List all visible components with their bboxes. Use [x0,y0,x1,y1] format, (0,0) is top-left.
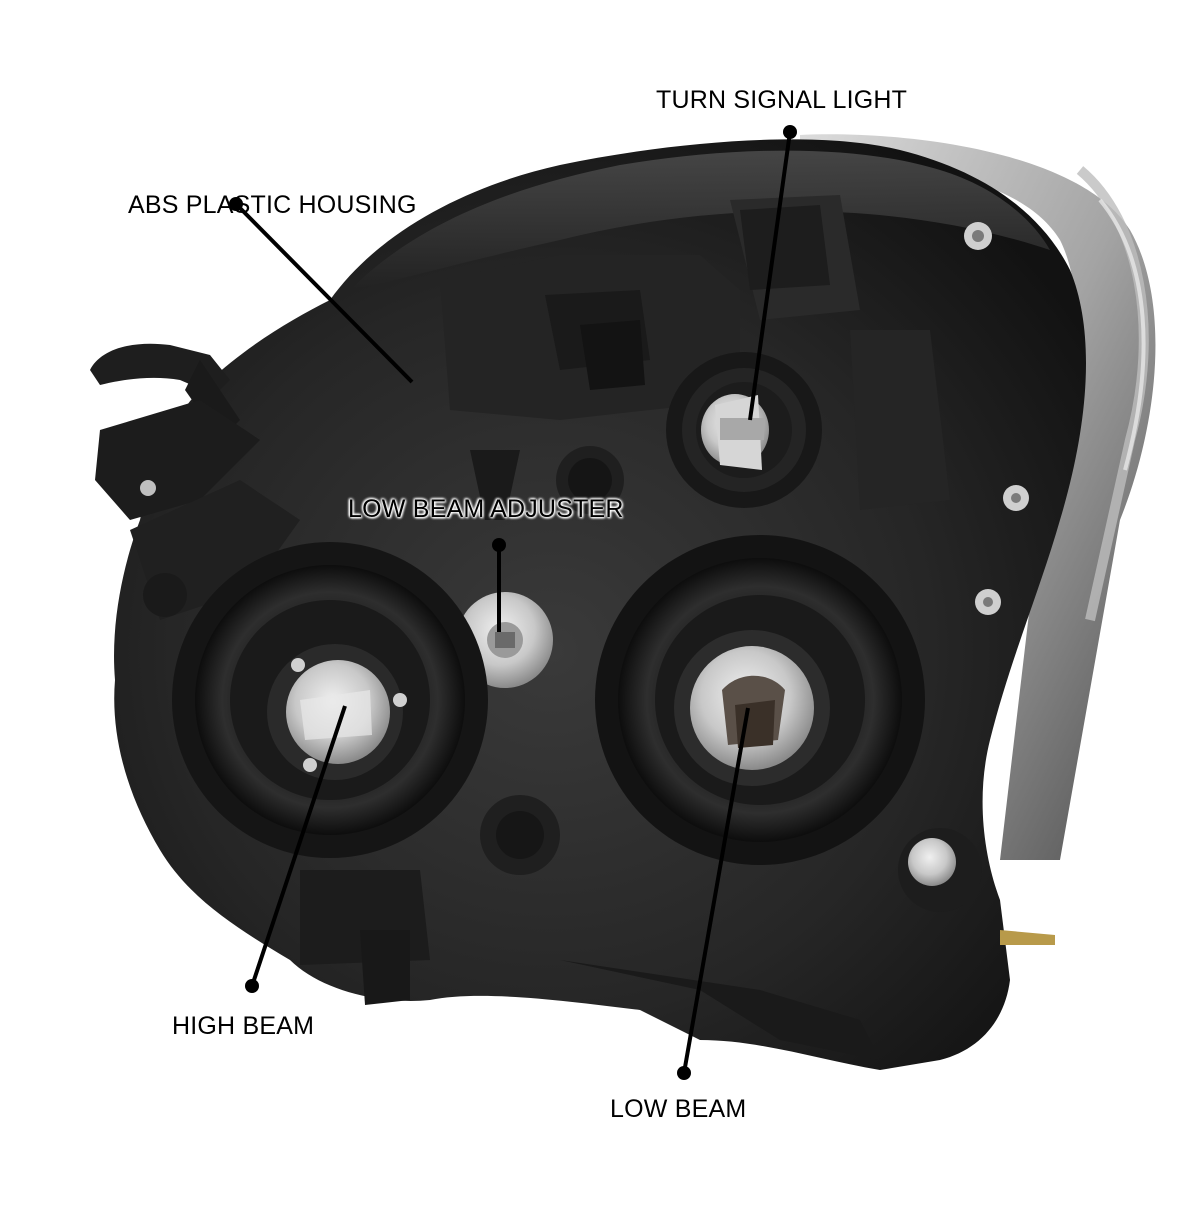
callout-label-low-beam-adjuster: LOW BEAM ADJUSTER [348,495,624,523]
callout-label-high-beam: HIGH BEAM [172,1012,315,1040]
high-beam-assembly [172,542,488,858]
clear-lens-edge [800,134,1156,861]
low-beam-adjuster-mechanism [457,446,624,688]
callout-lines [229,125,797,1080]
callout-label-abs-plastic-housing: ABS PLASTIC HOUSING [128,191,417,219]
rear-housing-modules [130,195,950,620]
callout-low-beam-adjuster-line [492,538,506,632]
callout-low-beam-line [677,707,750,1080]
callout-label-low-beam: LOW BEAM [610,1095,747,1123]
low-beam-assembly [595,535,925,865]
callout-label-turn-signal-light: TURN SIGNAL LIGHT [656,86,908,114]
mounting-bracket [90,343,260,520]
mounting-screws [140,222,1029,615]
callout-turn-signal-line [748,125,797,421]
lower-housing-features [143,573,1055,1060]
callout-abs-housing-line [229,197,414,384]
turn-signal-socket [666,352,822,508]
callout-high-beam-line [245,705,347,993]
